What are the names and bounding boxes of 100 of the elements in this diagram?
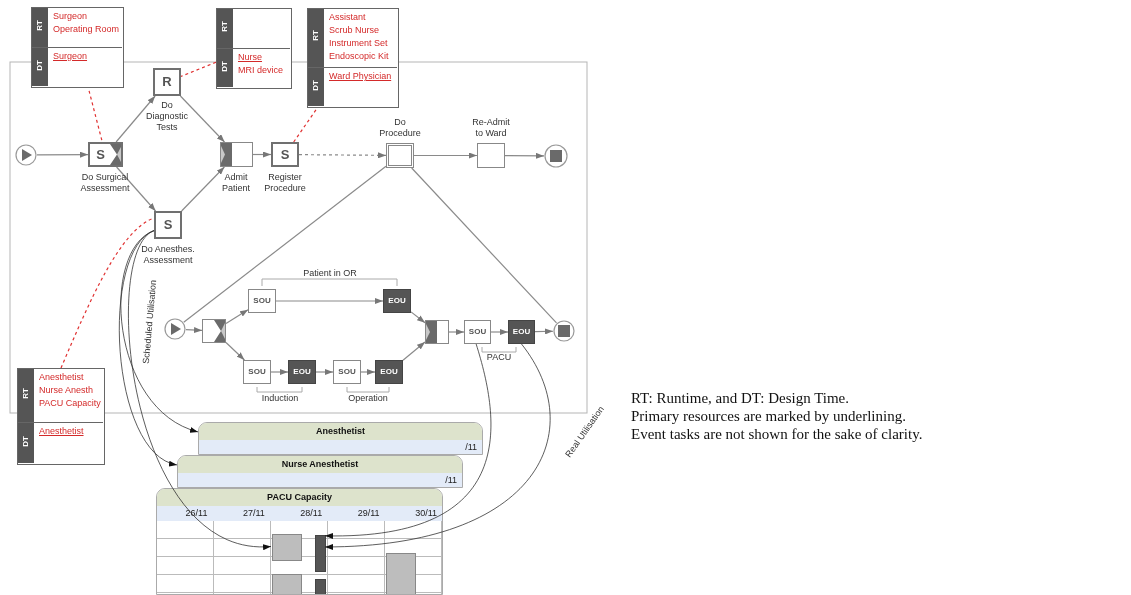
start-event xyxy=(15,144,37,166)
resource-box xyxy=(216,8,292,89)
resource-name: Assistant xyxy=(329,12,366,23)
arrow xyxy=(315,369,334,375)
calendar-card xyxy=(198,422,483,455)
task-label: Re-Admit to Ward xyxy=(471,117,511,139)
date-label: /11 xyxy=(445,474,457,487)
resource-name: Surgeon xyxy=(53,51,88,62)
arrow xyxy=(115,95,156,143)
arrow xyxy=(225,309,249,325)
arrow xyxy=(270,369,289,375)
start-event xyxy=(164,318,186,340)
resource-name: Anesthetist xyxy=(39,426,84,437)
section-tag: DT xyxy=(311,79,321,91)
gateway-box xyxy=(425,320,449,344)
task-box: SOU xyxy=(248,289,276,313)
arrow xyxy=(185,327,203,333)
edge-label: Scheduled Utilisation xyxy=(140,278,160,366)
task-box xyxy=(477,143,505,168)
task-box: SOU xyxy=(243,360,271,384)
task-box: EOU xyxy=(375,360,403,384)
section-tag: DT xyxy=(21,435,31,447)
task-label: Register Procedure xyxy=(263,172,307,194)
bracket-label: Patient in OR xyxy=(303,268,357,279)
arrow xyxy=(252,151,272,158)
section-tag: DT xyxy=(220,60,230,72)
bracket-label: Operation xyxy=(348,393,388,404)
note-text: Event tasks are not shown for the sake of clarity. xyxy=(631,426,923,443)
resource-name: Anesthetist xyxy=(39,372,84,383)
task-label: Do Surgical Assessment xyxy=(79,172,131,194)
arrow xyxy=(504,152,545,159)
date-label: /11 xyxy=(465,441,477,454)
resource-name: Instrument Set xyxy=(329,38,388,49)
section-tag: RT xyxy=(35,19,45,31)
task-box: EOU xyxy=(508,320,535,344)
resource-name: MRI device xyxy=(238,65,283,76)
note-text: RT: Runtime, and DT: Design Time. xyxy=(631,390,850,407)
calendar-card xyxy=(177,455,463,488)
leader-line xyxy=(180,61,217,77)
date-label: 29/11 xyxy=(357,507,380,520)
subprocess-box xyxy=(386,143,414,168)
arrow xyxy=(179,95,226,143)
utilisation-bar xyxy=(315,579,326,594)
arrow xyxy=(448,329,465,335)
section-tag: RT xyxy=(220,20,230,32)
calendar-title: Nurse Anesthetist xyxy=(178,456,462,473)
task-box: EOU xyxy=(288,360,316,384)
resource-name: PACU Capacity xyxy=(39,398,101,409)
task-box: R xyxy=(153,68,181,96)
arrow xyxy=(298,152,387,159)
arrow xyxy=(275,298,384,304)
arrow xyxy=(402,341,426,361)
arrow xyxy=(181,166,225,212)
utilisation-bar xyxy=(272,534,302,561)
utilisation-bar xyxy=(272,574,302,594)
calendar-title: PACU Capacity xyxy=(157,489,442,506)
arrow xyxy=(36,151,89,158)
resource-name: Nurse xyxy=(238,52,262,63)
bracket-label: Induction xyxy=(261,393,299,404)
gateway-box xyxy=(220,142,253,167)
task-box: S xyxy=(154,211,182,239)
task-label: Admit Patient xyxy=(221,172,251,194)
date-label: 28/11 xyxy=(300,507,323,520)
bracket-label: PACU xyxy=(486,352,512,363)
connector-line xyxy=(411,167,558,324)
task-box: S xyxy=(271,142,299,167)
resource-box xyxy=(17,368,105,465)
task-label: Do Anesthes. Assessment xyxy=(140,244,196,266)
utilisation-bar xyxy=(315,535,326,572)
resource-box xyxy=(31,7,124,88)
calendar-card xyxy=(156,488,443,595)
task-box: EOU xyxy=(383,289,411,313)
task-box: SOU xyxy=(333,360,361,384)
resource-box xyxy=(307,8,399,108)
utilisation-bar xyxy=(386,553,416,594)
section-tag: DT xyxy=(35,59,45,71)
date-label: 30/11 xyxy=(415,507,437,520)
resource-name: Nurse Anesth xyxy=(39,385,94,396)
arrow xyxy=(360,369,376,375)
arrow xyxy=(225,341,245,361)
section-tag: RT xyxy=(21,387,31,399)
resource-name: Scrub Nurse xyxy=(329,25,380,36)
resource-name: Surgeon xyxy=(53,11,88,22)
task-box: SOU xyxy=(464,320,491,344)
end-event xyxy=(553,320,575,342)
arrow xyxy=(413,152,478,159)
arrow xyxy=(116,166,157,212)
gateway-box xyxy=(202,319,226,343)
resource-name: Operating Room xyxy=(53,24,120,35)
resource-name: Endoscopic Kit xyxy=(329,51,389,62)
resource-name: Ward Physician xyxy=(329,71,392,82)
task-label: Do Diagnostic Tests xyxy=(145,100,189,133)
arrow xyxy=(410,311,426,324)
task-box: S xyxy=(88,142,123,167)
connector-line xyxy=(183,165,387,323)
arrow xyxy=(534,328,554,335)
note-text: Primary resources are marked by underlining. xyxy=(631,408,906,425)
leader-line xyxy=(60,217,155,369)
date-label: 26/11 xyxy=(185,507,208,520)
task-label: Do Procedure xyxy=(378,117,422,139)
